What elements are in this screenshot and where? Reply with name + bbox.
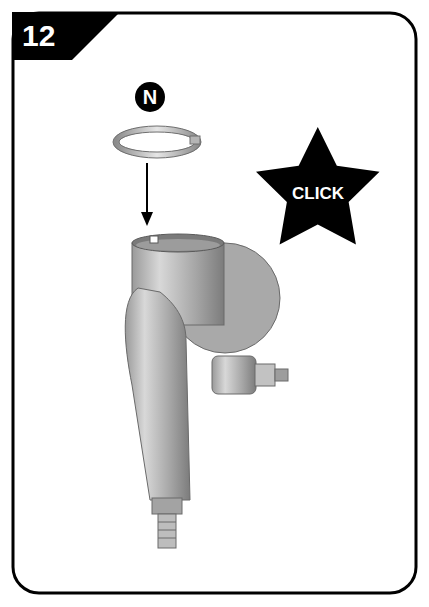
clamp-ring [113,126,201,158]
step-number: 12 [12,12,120,60]
part-letter: N [135,82,165,112]
node-text: CLICK [292,185,344,202]
click-star: CLICK [254,125,382,246]
panel-frame [13,13,416,593]
direction-arrow [141,163,153,226]
node-text: 12 [22,21,55,51]
housing-part [125,234,288,548]
node-text: N [143,87,157,107]
